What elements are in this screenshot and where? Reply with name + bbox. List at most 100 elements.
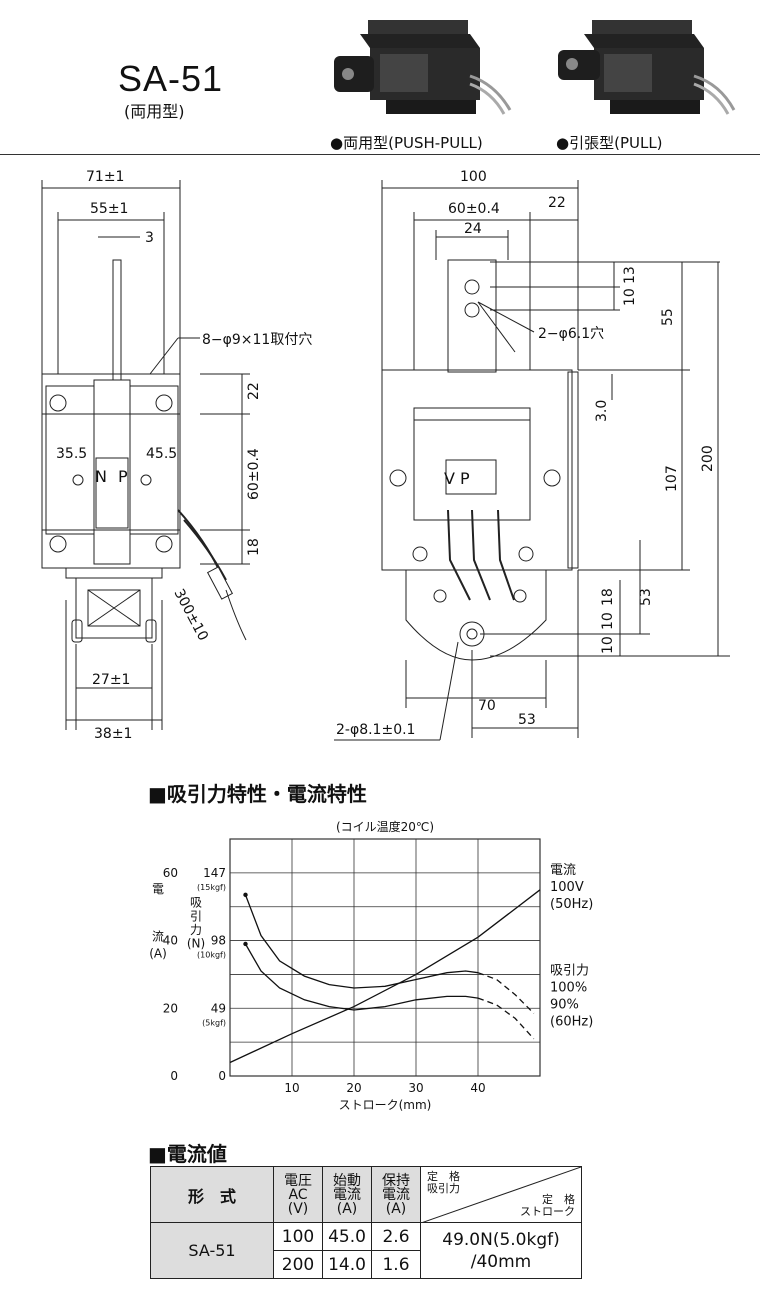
rated-diagonal	[421, 1167, 581, 1223]
cell-voltage-1: 100	[273, 1222, 323, 1251]
y-tick-current: 60	[163, 866, 178, 880]
chart-section-title: ■吸引力特性・電流特性	[148, 782, 367, 806]
header-rated-force: 定 格吸引力	[427, 1170, 460, 1195]
dim-hole-81: 2-φ8.1±0.1	[336, 722, 415, 738]
y-label-force: 力	[190, 923, 202, 937]
cell-voltage-2: 200	[273, 1250, 323, 1279]
dim-107: 107	[664, 465, 680, 492]
dim-55-right: 55	[660, 308, 676, 326]
dim-18-right: 18	[600, 588, 616, 606]
dim-13: 13	[622, 266, 638, 284]
photo-push-pull	[334, 20, 512, 115]
current-section-title: ■電流値	[148, 1142, 227, 1166]
right-label-current: 100V	[550, 880, 584, 895]
y-label-current: 流	[152, 930, 164, 944]
dim-22-left: 22	[246, 382, 262, 400]
dim-holes: 8−φ9×11取付穴	[202, 332, 312, 348]
chart-grid	[229, 838, 541, 1077]
model-name: SA-51	[118, 58, 224, 99]
header-rated: 定 格吸引力 定 格ストローク	[420, 1166, 582, 1223]
cell-model: SA-51	[150, 1222, 274, 1279]
right-label-current: 電流	[550, 863, 576, 878]
label-vp: V P	[444, 469, 470, 488]
cell-hold-1: 2.6	[371, 1222, 421, 1251]
dim-70: 70	[478, 698, 496, 714]
photo-pull	[558, 20, 736, 115]
y-tick-force-kgf: (10kgf)	[197, 951, 226, 960]
y-tick-force: 49	[211, 1001, 226, 1015]
right-label-force: 吸引力	[550, 963, 589, 978]
cell-rated: 49.0N(5.0kgf)/40mm	[420, 1222, 582, 1279]
right-label-current: (50Hz)	[550, 897, 593, 912]
dim-53-bottom: 53	[518, 712, 536, 728]
x-tick-label: 40	[470, 1081, 485, 1095]
dim-38: 38±1	[94, 726, 132, 742]
y-label-current: 電	[152, 882, 164, 896]
right-label-force: (60Hz)	[550, 1014, 593, 1029]
series-line	[477, 997, 535, 1040]
x-tick-label: 20	[346, 1081, 361, 1095]
dim-10-top: 10	[622, 288, 638, 306]
series-line	[229, 889, 541, 1064]
cell-start-2: 14.0	[322, 1250, 372, 1279]
y-label-force: 引	[190, 909, 202, 923]
series-start-point	[243, 892, 248, 898]
dim-100: 100	[460, 169, 487, 185]
chart-series	[229, 889, 541, 1064]
dim-35-5: 35.5	[56, 446, 87, 462]
x-tick-label: 10	[284, 1081, 299, 1095]
chart-title: (コイル温度20℃)	[336, 819, 434, 834]
model-type: (両用型)	[124, 102, 185, 121]
y-tick-current: 20	[163, 1001, 178, 1015]
dim-27: 27±1	[92, 672, 130, 688]
header-model: 形 式	[150, 1166, 274, 1223]
dim-53-right: 53	[638, 588, 654, 606]
dim-60-left: 60±0.4	[246, 448, 262, 500]
dim-300: 300±10	[170, 586, 211, 643]
label-n: N	[95, 467, 107, 486]
photo-caption-push-pull: ●両用型(PUSH-PULL)	[330, 134, 483, 152]
y-tick-current: 0	[170, 1069, 178, 1083]
dimension-drawings: 71±1 55±1 3 8−φ9×11取付穴 35.5 45.5 N P 27±…	[41, 169, 730, 742]
dim-hole-61: 2−φ6.1穴	[538, 326, 604, 342]
dim-22-top: 22	[548, 195, 566, 211]
y-tick-force: 0	[218, 1069, 226, 1083]
product-photos	[334, 20, 736, 115]
drawing-left-view	[41, 180, 250, 730]
dim-3: 3	[145, 230, 154, 246]
dim-3-0: 3.0	[594, 400, 610, 422]
x-axis-label: ストローク(mm)	[339, 1098, 432, 1112]
header-hold-current: 保持電流(A)	[371, 1166, 421, 1223]
label-p: P	[118, 467, 128, 486]
series-start-point	[243, 941, 248, 947]
series-line	[244, 894, 479, 989]
cell-start-1: 45.0	[322, 1222, 372, 1251]
y-tick-current: 40	[163, 934, 178, 948]
y-label-force: 吸	[190, 896, 202, 910]
dim-60: 60±0.4	[448, 201, 500, 217]
header-start-current: 始動電流(A)	[322, 1166, 372, 1223]
dim-55: 55±1	[90, 201, 128, 217]
y-tick-force-kgf: (5kgf)	[202, 1018, 226, 1027]
y-label-current: (A)	[149, 947, 167, 961]
series-line	[477, 972, 535, 1014]
series-line	[244, 943, 479, 1011]
photo-caption-pull: ●引張型(PULL)	[556, 134, 663, 152]
dim-24: 24	[464, 221, 482, 237]
y-tick-force: 147	[203, 866, 226, 880]
right-label-force: 90%	[550, 997, 579, 1012]
y-tick-force: 98	[211, 934, 226, 948]
header-divider	[0, 154, 760, 155]
dim-18-left: 18	[246, 538, 262, 556]
dim-10-b: 10	[600, 636, 616, 654]
right-label-force: 100%	[550, 980, 587, 995]
y-label-force: (N)	[187, 936, 205, 950]
dim-10-a: 10	[600, 612, 616, 630]
drawing-right-view	[334, 180, 730, 741]
x-tick-label: 30	[408, 1081, 423, 1095]
plot-frame	[229, 838, 541, 1077]
